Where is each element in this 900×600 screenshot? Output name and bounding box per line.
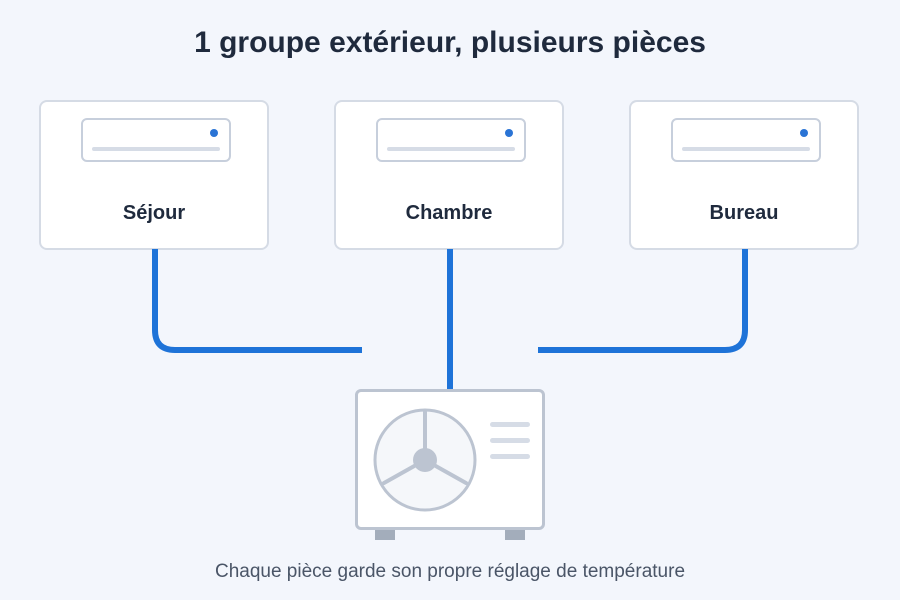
room-card-chambre: Chambre xyxy=(334,100,564,250)
indicator-led-icon xyxy=(800,129,808,137)
outdoor-unit-foot-right xyxy=(505,530,525,540)
vent-slot-icon xyxy=(682,147,810,151)
wall-mounted-ac-icon xyxy=(81,118,231,162)
room-label-chambre: Chambre xyxy=(405,202,493,224)
room-label-sejour: Séjour xyxy=(122,202,186,224)
grille-slot xyxy=(490,454,530,459)
grille-slot xyxy=(490,422,530,427)
indicator-led-icon xyxy=(210,129,218,137)
outdoor-unit-foot-left xyxy=(375,530,395,540)
outdoor-compressor-fan-icon xyxy=(373,408,530,512)
fan-hub xyxy=(413,448,437,472)
diagram-caption: Chaque pièce garde son propre réglage de… xyxy=(214,561,686,582)
vent-slot-icon xyxy=(92,147,220,151)
diagram-title: 1 groupe extérieur, plusieurs pièces xyxy=(194,26,706,59)
outdoor-unit xyxy=(355,389,545,530)
pipe-bureau xyxy=(538,249,748,353)
room-label-bureau: Bureau xyxy=(709,202,779,224)
grille-slot xyxy=(490,438,530,443)
indicator-led-icon xyxy=(505,129,513,137)
room-card-sejour: Séjour xyxy=(39,100,269,250)
pipe-sejour xyxy=(152,249,362,353)
wall-mounted-ac-icon xyxy=(671,118,821,162)
vent-slot-icon xyxy=(387,147,515,151)
wall-mounted-ac-icon xyxy=(376,118,526,162)
